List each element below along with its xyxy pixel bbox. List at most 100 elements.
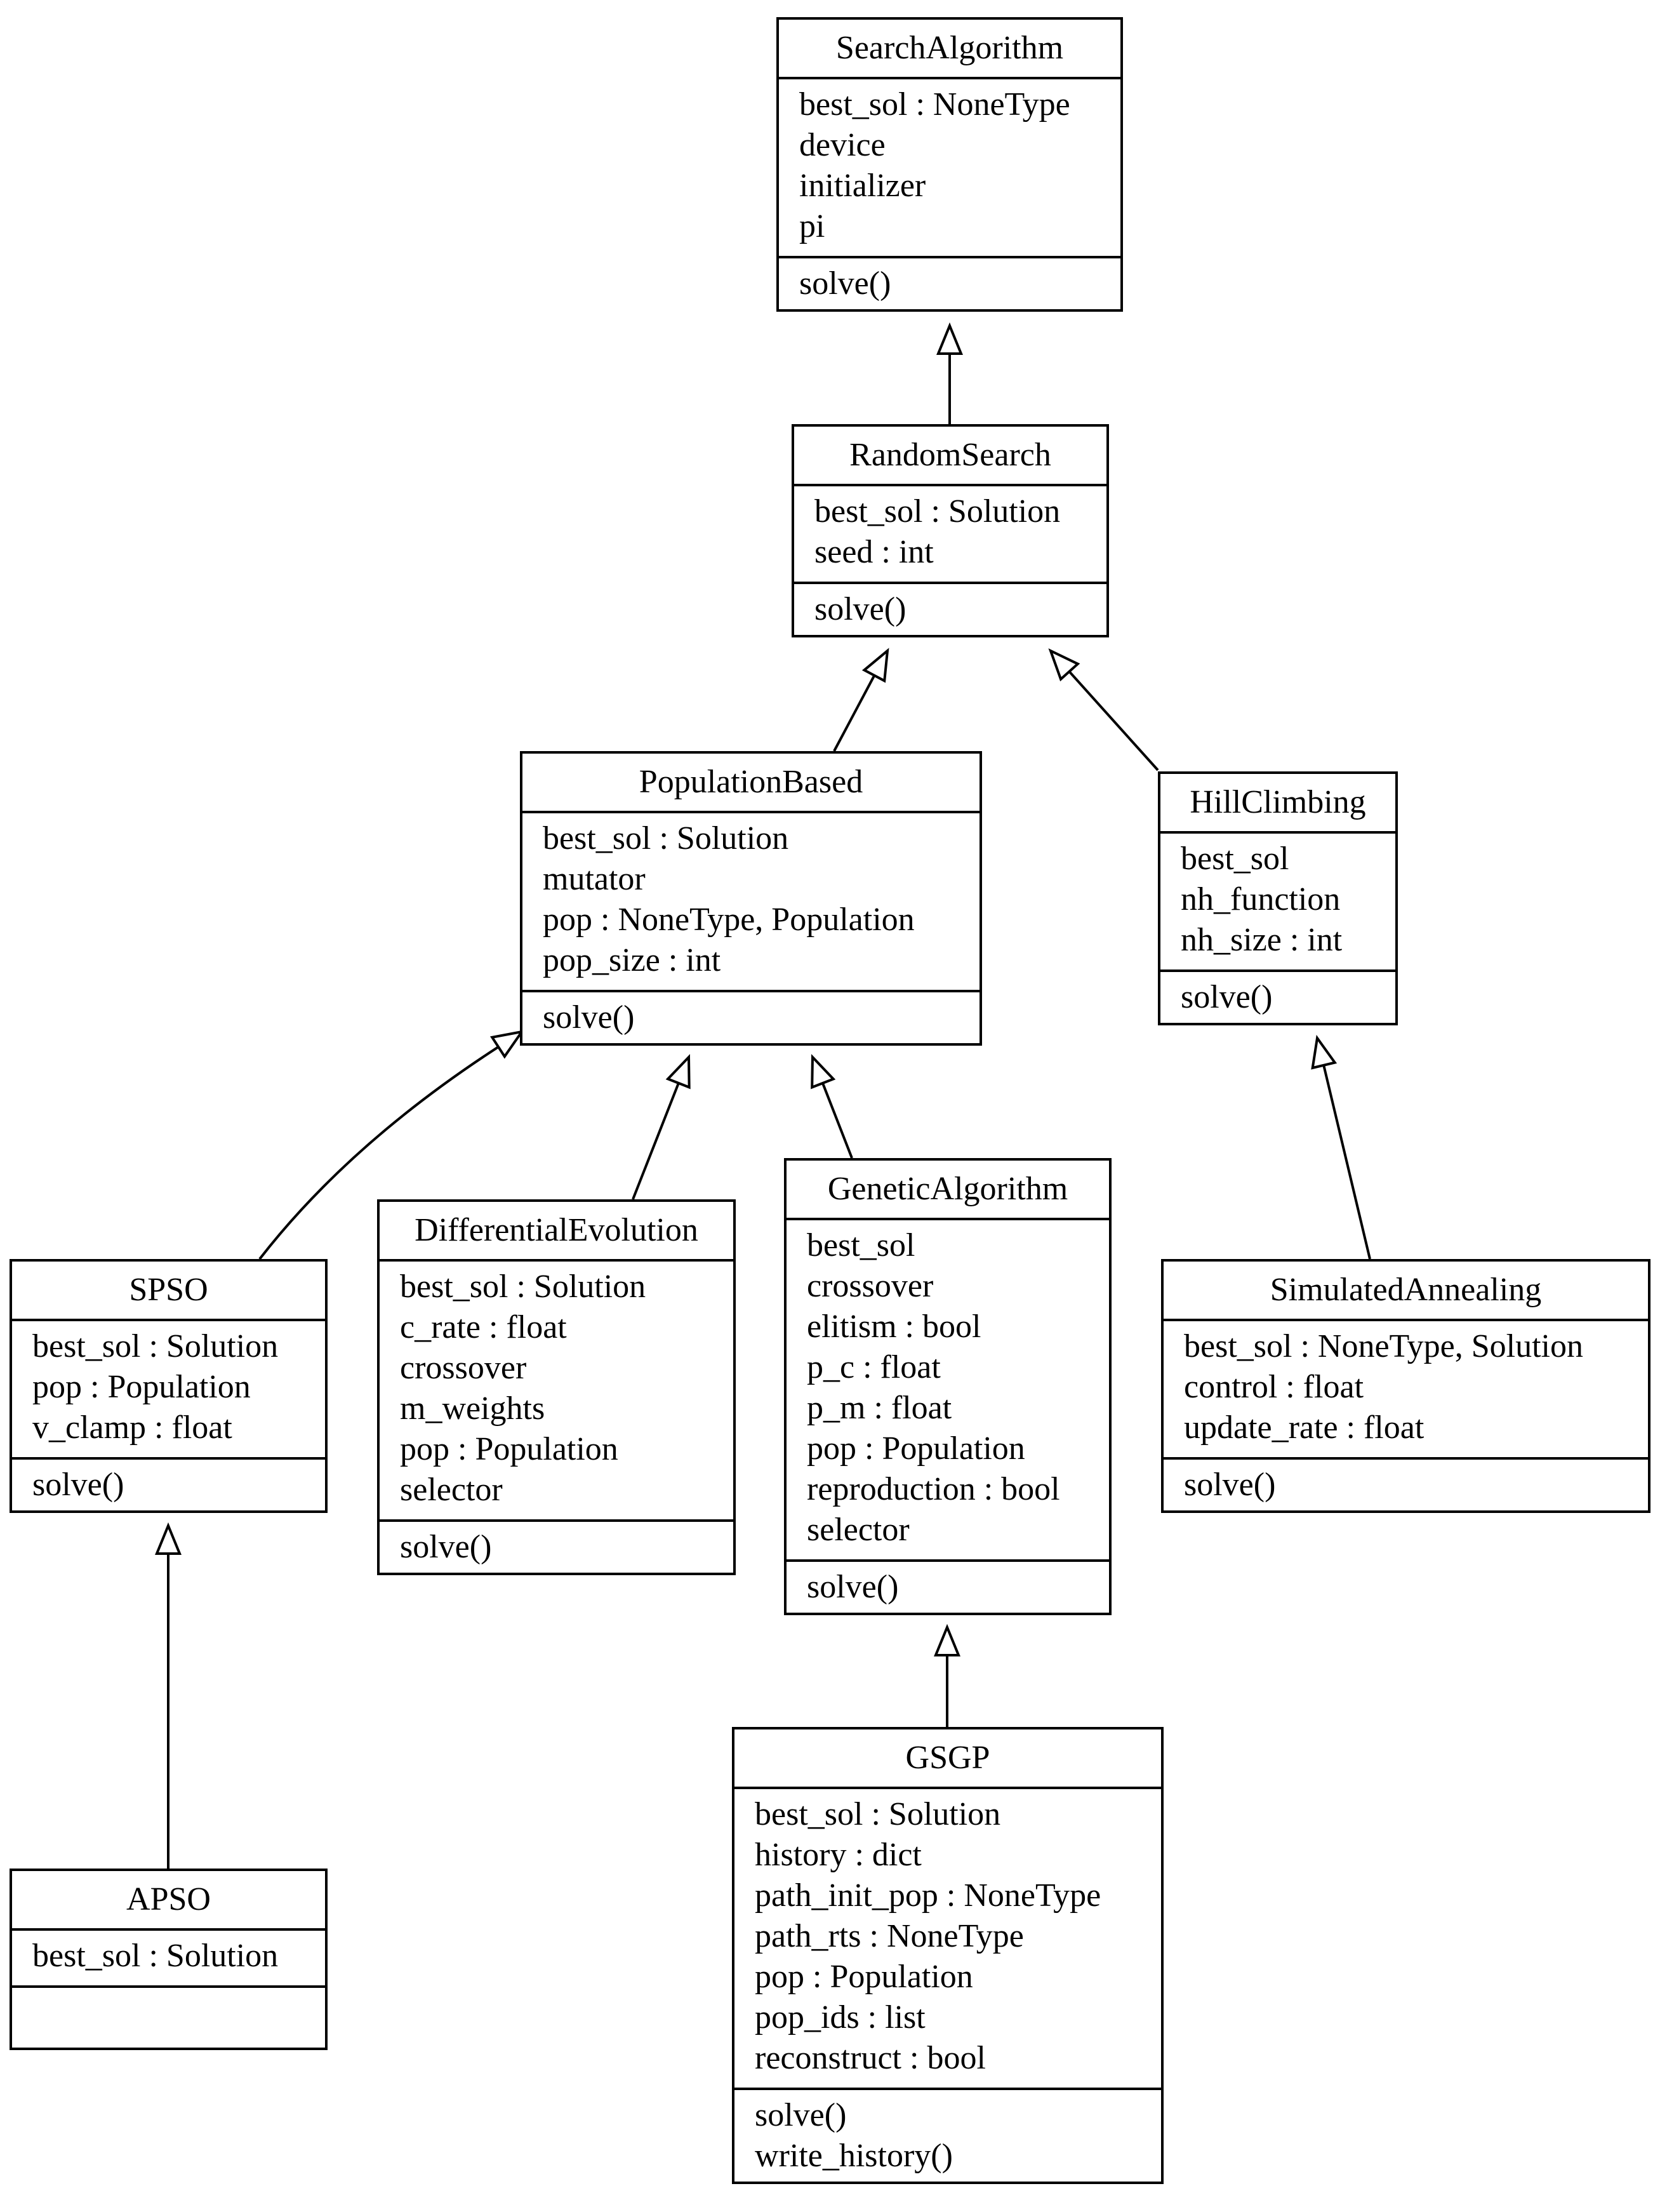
attribute-row: pi [799, 208, 825, 244]
attribute-row: nh_function [1181, 881, 1341, 917]
class-box-gsgp: GSGP best_sol : Solution history : dict pat… [732, 1727, 1164, 2184]
inheritance-arrowhead [1048, 648, 1080, 682]
attribute-row: pop : Population [755, 1959, 973, 1995]
class-name: GSGP [734, 1729, 1161, 1789]
attribute-row: best_sol : NoneType [799, 86, 1070, 123]
class-methods: solve() [522, 992, 980, 1043]
attribute-row: m_weights [400, 1390, 545, 1427]
attribute-row: update_rate : float [1184, 1409, 1425, 1446]
class-box-population-based: PopulationBased best_sol : Solution mutato… [520, 751, 982, 1046]
class-attributes: best_sol : Solution mutator pop : NoneType… [522, 813, 980, 992]
attribute-row: best_sol [1181, 841, 1289, 877]
class-methods: solve() [794, 584, 1106, 635]
class-attributes: best_sol : Solution history : dict path_in… [734, 1789, 1161, 2090]
inheritance-line-population-based-to-random-search [833, 674, 876, 752]
attribute-row: initializer [799, 168, 926, 204]
attribute-row: v_clamp : float [32, 1409, 232, 1446]
class-name: APSO [12, 1871, 325, 1931]
method-row: solve() [400, 1529, 492, 1565]
class-name: PopulationBased [522, 754, 980, 813]
attribute-row: best_sol : Solution [400, 1269, 646, 1305]
attribute-row: c_rate : float [400, 1309, 567, 1345]
attribute-row: crossover [400, 1350, 527, 1386]
class-methods: solve() [1164, 1460, 1648, 1510]
inheritance-arrowhead [489, 1030, 525, 1059]
attribute-row: nh_size : int [1181, 922, 1343, 958]
method-row: solve() [814, 591, 907, 627]
attribute-row: mutator [543, 861, 646, 897]
inheritance-line-simulated-annealing-to-hill-climbing [1322, 1065, 1371, 1260]
inheritance-arrowhead [665, 1054, 691, 1089]
attribute-row: control : float [1184, 1369, 1364, 1405]
attribute-row: p_m : float [807, 1390, 952, 1426]
class-attributes: best_sol nh_function nh_size : int [1160, 834, 1395, 972]
attribute-row: pop_size : int [543, 942, 721, 978]
attribute-row: path_init_pop : NoneType [755, 1877, 1101, 1914]
class-attributes: best_sol : NoneType device initializer pi [779, 79, 1120, 258]
inheritance-line-genetic-algorithm-to-population-based [821, 1083, 853, 1159]
attribute-row: device [799, 127, 886, 163]
attribute-row: best_sol : NoneType, Solution [1184, 1328, 1584, 1364]
attribute-row: history : dict [755, 1837, 922, 1873]
class-methods: solve() [779, 258, 1120, 309]
class-attributes: best_sol crossover elitism : bool p_c : flo… [787, 1220, 1109, 1562]
attribute-row: p_c : float [807, 1349, 941, 1385]
method-row: write_history() [755, 2138, 953, 2174]
attribute-row: seed : int [814, 534, 934, 570]
method-row: solve() [799, 265, 891, 302]
inheritance-arrowhead [861, 648, 889, 683]
inheritance-arrowhead [155, 1522, 182, 1555]
attribute-row: best_sol : Solution [32, 1328, 279, 1364]
class-methods: solve() [380, 1522, 733, 1573]
method-row: solve() [1181, 979, 1273, 1015]
attribute-row: best_sol [807, 1227, 915, 1263]
attribute-row: pop : Population [32, 1369, 251, 1405]
attribute-row: crossover [807, 1268, 934, 1304]
inheritance-arrowhead [934, 1623, 960, 1656]
attribute-row: selector [400, 1472, 503, 1508]
class-methods: solve() write_history() [734, 2090, 1161, 2182]
method-row: solve() [543, 999, 635, 1036]
class-methods: solve() [12, 1460, 325, 1510]
class-methods: solve() [787, 1562, 1109, 1613]
class-attributes: best_sol : NoneType, Solution control : f… [1164, 1321, 1648, 1460]
class-attributes: best_sol : Solution seed : int [794, 486, 1106, 584]
inheritance-arrowhead [1311, 1034, 1338, 1070]
class-name: SimulatedAnnealing [1164, 1262, 1648, 1321]
attribute-row: pop : NoneType, Population [543, 902, 915, 938]
attribute-row: pop : Population [807, 1430, 1025, 1467]
class-box-hill-climbing: HillClimbing best_sol nh_function nh_size :… [1158, 771, 1398, 1025]
class-attributes: best_sol : Solution c_rate : float crossov… [380, 1262, 733, 1522]
attribute-row: best_sol : Solution [32, 1938, 279, 1974]
attribute-row: best_sol : Solution [755, 1796, 1001, 1832]
class-box-apso: APSO best_sol : Solution [10, 1869, 328, 2050]
class-name: HillClimbing [1160, 774, 1395, 834]
class-name: GeneticAlgorithm [787, 1161, 1109, 1220]
attribute-row: reproduction : bool [807, 1471, 1060, 1507]
method-row: solve() [32, 1467, 124, 1503]
class-box-search-algorithm: SearchAlgorithm best_sol : NoneType device… [776, 17, 1123, 312]
class-attributes: best_sol : Solution pop : Population v_cla… [12, 1321, 325, 1460]
attribute-row: best_sol : Solution [814, 493, 1061, 530]
method-row: solve() [755, 2097, 847, 2133]
class-methods [12, 1988, 325, 2048]
class-name: SearchAlgorithm [779, 20, 1120, 79]
class-box-genetic-algorithm: GeneticAlgorithm best_sol crossover elitism… [784, 1158, 1112, 1615]
class-name: DifferentialEvolution [380, 1202, 733, 1262]
class-box-random-search: RandomSearch best_sol : Solution seed : in… [792, 424, 1109, 637]
inheritance-line-differential-evolution-to-population-based [632, 1083, 680, 1200]
attribute-row: best_sol : Solution [543, 820, 789, 856]
attribute-row: path_rts : NoneType [755, 1918, 1024, 1954]
attribute-row: elitism : bool [807, 1309, 981, 1345]
attribute-row: reconstruct : bool [755, 2040, 986, 2076]
class-name: RandomSearch [794, 427, 1106, 486]
class-methods: solve() [1160, 972, 1395, 1023]
inheritance-line-spso-to-population-based [258, 1046, 500, 1260]
inheritance-line-hill-climbing-to-random-search [1068, 670, 1159, 771]
method-row: solve() [807, 1569, 899, 1605]
class-attributes: best_sol : Solution [12, 1931, 325, 1988]
